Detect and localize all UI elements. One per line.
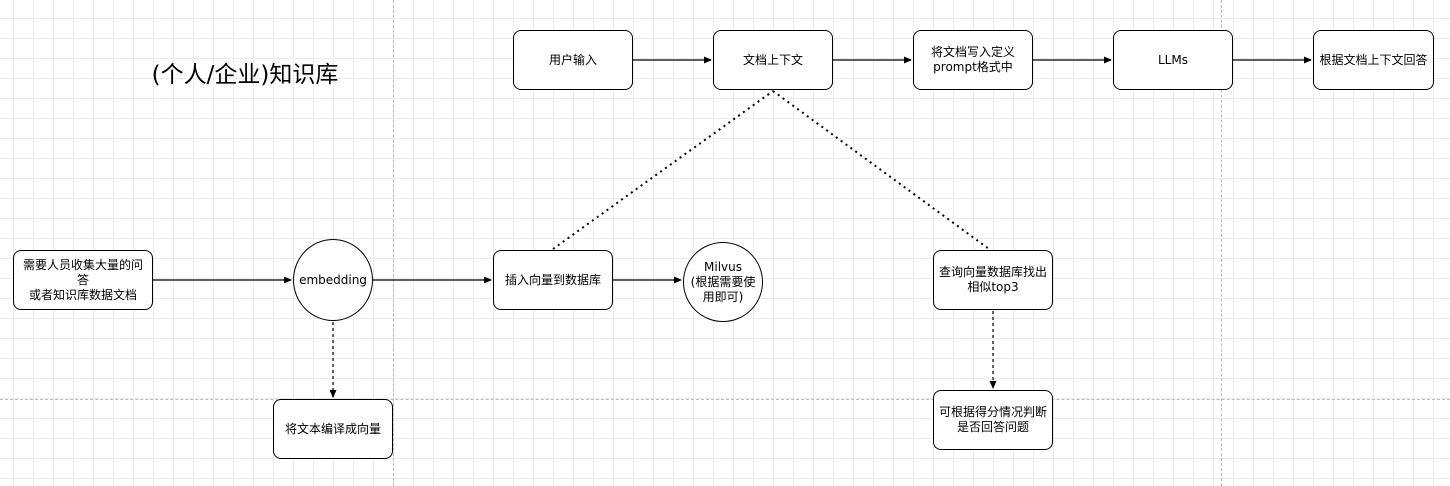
- edge-doc-context-to-query-db: [772, 90, 990, 250]
- node-answer[interactable]: 根据文档上下文回答: [1313, 30, 1434, 90]
- page-break-guide: [1221, 0, 1222, 486]
- node-milvus[interactable]: Milvus (根据需要使 用即可): [683, 242, 763, 322]
- page-break-guide: [0, 399, 1450, 400]
- node-user-input[interactable]: 用户输入: [513, 30, 633, 90]
- page-break-guide: [393, 0, 394, 486]
- node-encode-vector[interactable]: 将文本编译成向量: [273, 399, 393, 459]
- edge-insert-db-to-doc-context: [552, 90, 774, 250]
- node-judge-score[interactable]: 可根据得分情况判断 是否回答问题: [933, 390, 1053, 450]
- node-insert-db[interactable]: 插入向量到数据库: [493, 250, 613, 310]
- node-collect-docs[interactable]: 需要人员收集大量的问答 或者知识库数据文档: [13, 250, 153, 310]
- node-query-db[interactable]: 查询向量数据库找出 相似top3: [933, 250, 1053, 310]
- node-embedding[interactable]: embedding: [293, 239, 373, 321]
- node-llms[interactable]: LLMs: [1113, 30, 1233, 90]
- diagram-title: (个人/企业)知识库: [151, 62, 339, 88]
- node-doc-context[interactable]: 文档上下文: [713, 30, 833, 90]
- node-write-prompt[interactable]: 将文档写入定义 prompt格式中: [913, 30, 1033, 90]
